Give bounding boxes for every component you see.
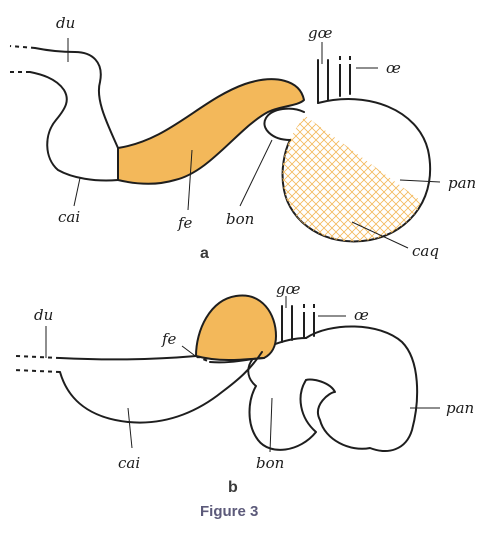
label-cai-b: cai bbox=[118, 454, 140, 472]
label-bon-a: bon bbox=[226, 210, 254, 228]
label-goe-b: gœ bbox=[276, 280, 301, 298]
pan-b bbox=[305, 325, 419, 452]
label-du-b: du bbox=[34, 306, 53, 324]
label-cai-a: cai bbox=[58, 208, 80, 226]
fe-a bbox=[117, 78, 305, 185]
cai-a bbox=[34, 47, 119, 149]
label-oe-b: œ bbox=[354, 306, 369, 324]
sublabel-b: b bbox=[228, 479, 238, 496]
label-fe-a: fe bbox=[177, 214, 193, 232]
label-pan-b: pan bbox=[446, 399, 474, 417]
label-bon-b: bon bbox=[256, 454, 284, 472]
bon-b bbox=[247, 351, 317, 451]
label-caq-a: caq bbox=[412, 242, 439, 260]
label-du-a: du bbox=[56, 14, 75, 32]
label-pan-a: pan bbox=[448, 174, 476, 192]
label-goe-a: gœ bbox=[308, 24, 333, 42]
label-oe-a: œ bbox=[386, 59, 401, 77]
figure-b: du gœ œ fe cai bon pan b bbox=[13, 280, 474, 496]
fe-b bbox=[195, 294, 277, 361]
caq-hatch-a bbox=[282, 112, 420, 242]
figure-caption: Figure 3 bbox=[200, 503, 258, 520]
cai-b bbox=[59, 355, 197, 361]
sublabel-a: a bbox=[200, 245, 209, 262]
figure-a: du gœ œ cai fe bon pan caq a bbox=[8, 14, 476, 262]
label-fe-b: fe bbox=[161, 330, 177, 348]
bon-a bbox=[263, 107, 305, 141]
